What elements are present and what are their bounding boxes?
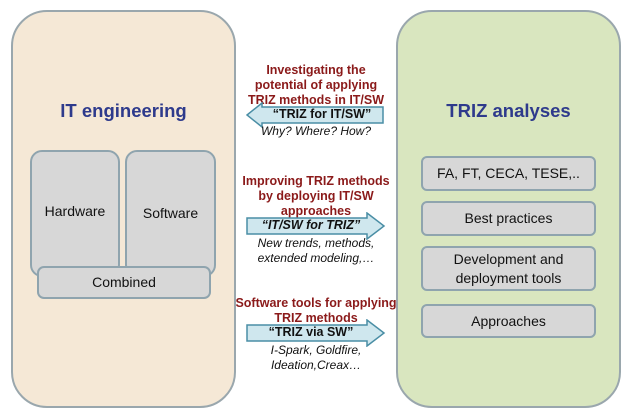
connection-note: I-Spark, Goldfire, Ideation,Creax…: [236, 343, 396, 373]
left-arrow: [246, 102, 384, 128]
right-arrow: [246, 212, 386, 240]
triz-analyses-title: TRIZ analyses: [446, 100, 571, 121]
connection-heading: Investigating the potential of applying …: [236, 63, 396, 108]
connection-heading-line: TRIZ methods in IT/SW: [247, 93, 385, 107]
connection-note: Why? Where? How?: [236, 124, 396, 139]
arrow-label: “TRIZ for IT/SW”: [272, 107, 372, 121]
triz-item-label: Best practices: [464, 210, 553, 227]
triz-item-label: FA, FT, CECA, TESE,..: [437, 165, 580, 182]
connection-note-line: Ideation,Creax…: [270, 358, 362, 372]
software-label: Software: [142, 205, 199, 222]
it-engineering-title: IT engineering: [60, 100, 187, 121]
connection-heading-line: potential of applying: [254, 78, 378, 92]
connection-heading-line: Software tools for applying: [235, 296, 397, 310]
hardware-box: Hardware: [30, 150, 120, 277]
connection-heading-line: Improving TRIZ methods: [242, 174, 390, 188]
triz-item-label: Development and deployment tools: [453, 251, 564, 286]
triz-item-box: Approaches: [421, 304, 596, 338]
arrow-label: “TRIZ via SW”: [268, 325, 354, 339]
connection-heading-line: Investigating the: [266, 63, 366, 77]
connection-heading-line: TRIZ methods: [274, 311, 358, 325]
triz-item-box: Development and deployment tools: [421, 246, 596, 291]
connection-note: New trends, methods, extended modeling,…: [236, 236, 396, 266]
connection-heading-line: by deploying IT/SW: [258, 189, 374, 203]
connection-heading: Software tools for applying TRIZ methods: [228, 296, 404, 326]
triz-item-box: Best practices: [421, 201, 596, 236]
connection-note-line: extended modeling,…: [257, 251, 375, 265]
connection-note-line: I-Spark, Goldfire,: [270, 343, 362, 357]
connection-heading-line: approaches: [280, 204, 352, 218]
arrow-label: “IT/SW for TRIZ”: [261, 218, 361, 232]
triz-item-box: FA, FT, CECA, TESE,..: [421, 156, 596, 191]
hardware-label: Hardware: [44, 203, 106, 220]
connection-note-line: New trends, methods,: [257, 236, 375, 250]
connection-heading: Improving TRIZ methods by deploying IT/S…: [232, 174, 400, 219]
combined-label: Combined: [92, 274, 156, 291]
triz-item-label: Approaches: [471, 312, 546, 329]
combined-box: Combined: [37, 266, 211, 299]
right-arrow: [246, 319, 386, 347]
connection-note-line: Why? Where? How?: [260, 124, 372, 138]
software-box: Software: [125, 150, 216, 277]
